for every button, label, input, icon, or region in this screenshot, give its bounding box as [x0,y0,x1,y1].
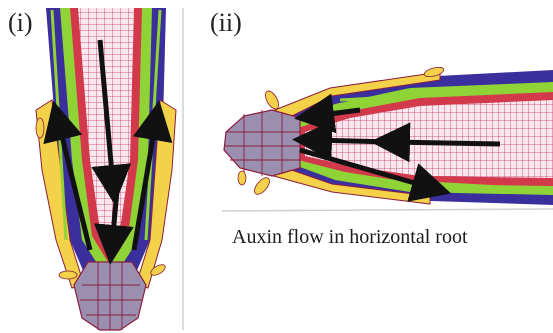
sloughed-cell [252,175,273,197]
sloughed-cell [59,271,77,279]
sloughed-cell [263,89,282,111]
auxin-arrow-to-tip-center [390,142,500,144]
panel-label-i: (i) [8,8,33,38]
figure-caption: Auxin flow in horizontal root [232,226,468,249]
auxin-arrow-to-tip [312,140,390,142]
sloughed-cell [238,171,246,185]
panel-label-ii: (ii) [210,8,242,38]
panel-baseline [222,209,553,211]
vertical-root-panel [36,8,183,330]
sloughed-cell [36,118,44,138]
horizontal-root-panel [222,66,553,211]
